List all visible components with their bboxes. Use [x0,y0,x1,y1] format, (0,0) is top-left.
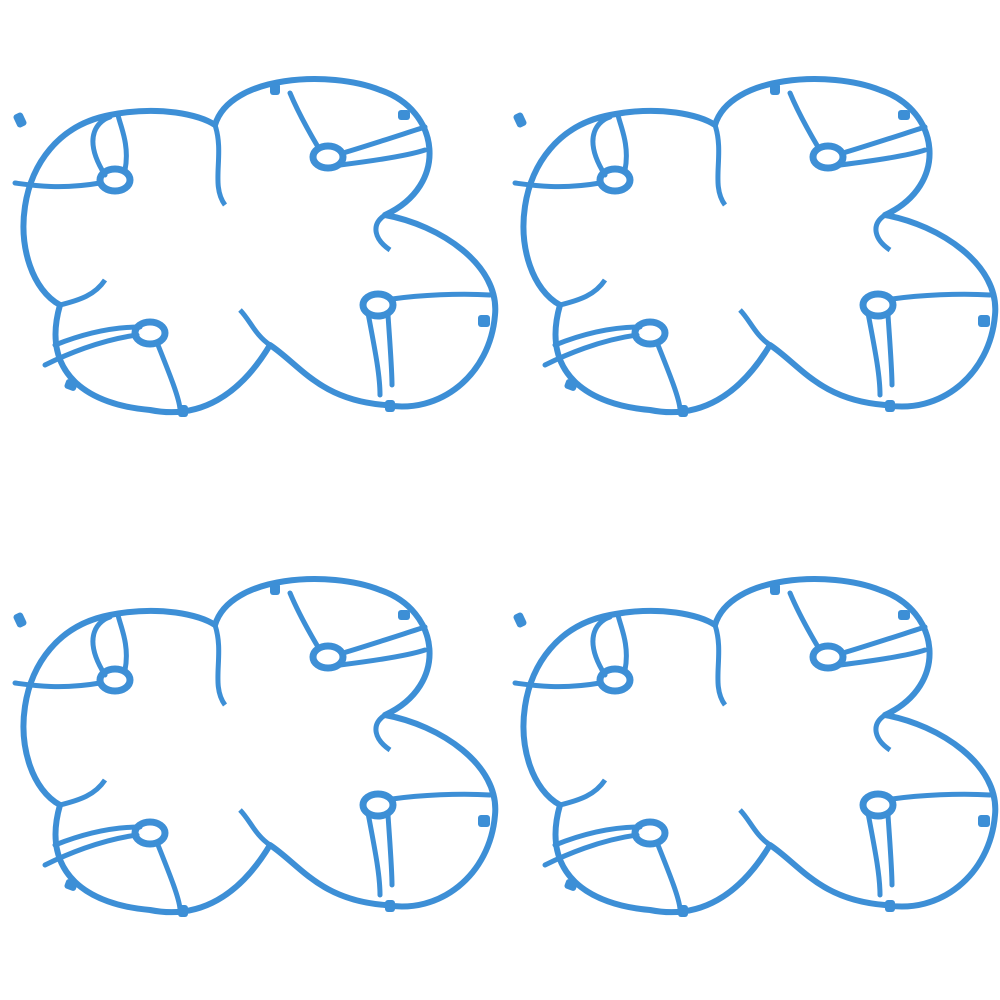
propeller-guard-bottom-right [500,565,1000,965]
propeller-guard-top-left [0,65,500,465]
propeller-guard-top-right [500,65,1000,465]
propeller-guard-bottom-left [0,565,500,965]
